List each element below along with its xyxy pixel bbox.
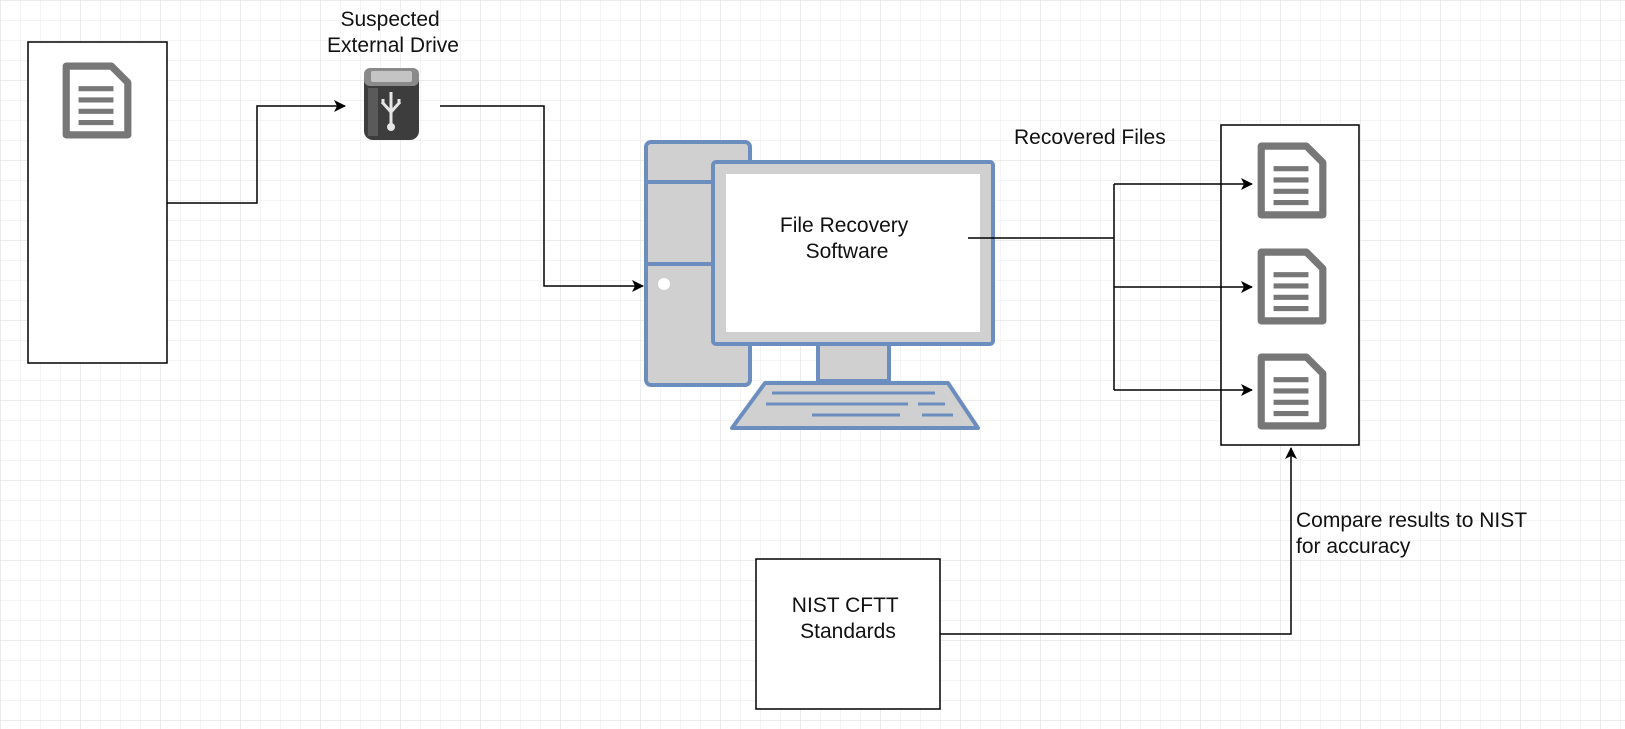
nist-standards[interactable]: NIST CFTT Standards — [755, 558, 941, 710]
nist-label: NIST CFTT Standards — [792, 594, 904, 643]
connectors — [167, 100, 1297, 635]
file-recovery-computer[interactable]: File Recovery Software — [644, 140, 995, 430]
nist-to-files-arrow — [940, 447, 1297, 635]
document-icon — [66, 66, 128, 135]
document-icon — [1261, 357, 1323, 426]
document-icon — [1261, 146, 1323, 215]
document-icon — [1261, 252, 1323, 321]
external-drive[interactable]: Suspected External Drive — [327, 8, 459, 140]
recovered-files-label: Recovered Files — [1014, 126, 1166, 149]
external-drive-label: Suspected External Drive — [327, 8, 459, 57]
compare-label: Compare results to NIST for accuracy — [1296, 509, 1533, 558]
desktop-computer-icon — [644, 140, 995, 430]
source-to-drive-arrow — [167, 100, 346, 204]
software-label: File Recovery Software — [780, 214, 914, 263]
usb-drive-icon — [364, 68, 419, 140]
nist-box — [755, 558, 941, 710]
source-system[interactable] — [27, 41, 168, 364]
drive-to-computer-arrow — [440, 105, 644, 292]
